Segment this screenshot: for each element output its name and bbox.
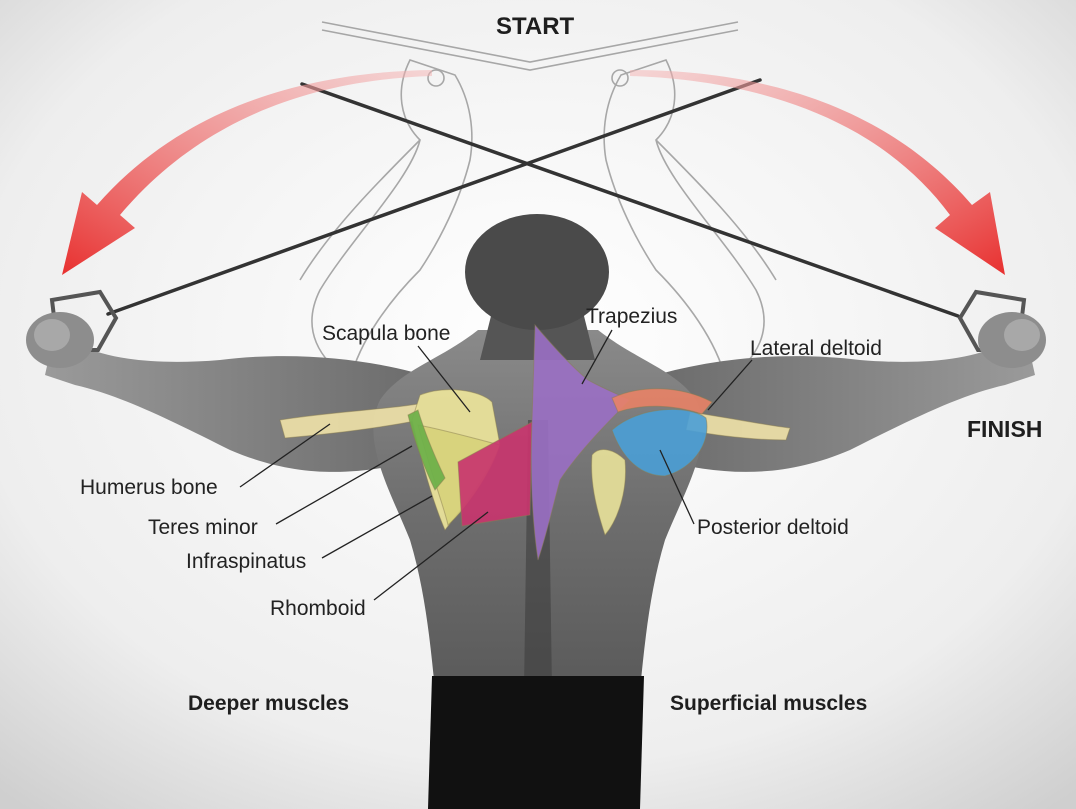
leader-teres-minor (275, 445, 413, 525)
label-humerus-bone: Humerus bone (80, 476, 218, 499)
posterior-deltoid-shape (611, 408, 708, 477)
trapezius-shape (530, 323, 631, 561)
finish-label: FINISH (967, 416, 1043, 442)
humerus-bone-shape-right (685, 411, 791, 441)
left-hand-handle (26, 289, 119, 368)
leader-humerus (239, 423, 331, 488)
label-infraspinatus: Infraspinatus (186, 550, 307, 573)
label-scapula-bone: Scapula bone (322, 322, 451, 345)
leader-posterior-deltoid (659, 449, 695, 525)
right-hand-handle (957, 289, 1046, 368)
lateral-deltoid-shape (611, 388, 713, 415)
label-trapezius: Trapezius (586, 305, 678, 328)
shorts (428, 676, 644, 809)
group-deeper-muscles: Deeper muscles (188, 692, 350, 715)
leader-infraspinatus (321, 495, 433, 559)
label-lateral-deltoid: Lateral deltoid (750, 337, 882, 360)
start-label: START (496, 13, 575, 40)
label-posterior-deltoid: Posterior deltoid (697, 516, 849, 539)
scapula-bone-shape-right (591, 449, 627, 536)
label-rhomboid: Rhomboid (270, 597, 366, 620)
motion-arrow-right (630, 70, 1005, 275)
cables (106, 78, 960, 318)
leader-rhomboid (373, 511, 489, 601)
anatomy-overlay (279, 323, 791, 561)
group-superficial-muscles: Superficial muscles (670, 692, 868, 715)
rhomboid-shape (457, 421, 533, 527)
label-teres-minor: Teres minor (148, 516, 258, 539)
left-arm (45, 330, 440, 472)
teres-minor-shape (407, 409, 446, 491)
leader-scapula (417, 345, 471, 413)
leader-trapezius (581, 329, 613, 385)
motion-arrow-left (62, 70, 432, 275)
leader-lateral-deltoid (707, 359, 753, 411)
leader-lines (239, 329, 753, 601)
head (465, 214, 609, 330)
